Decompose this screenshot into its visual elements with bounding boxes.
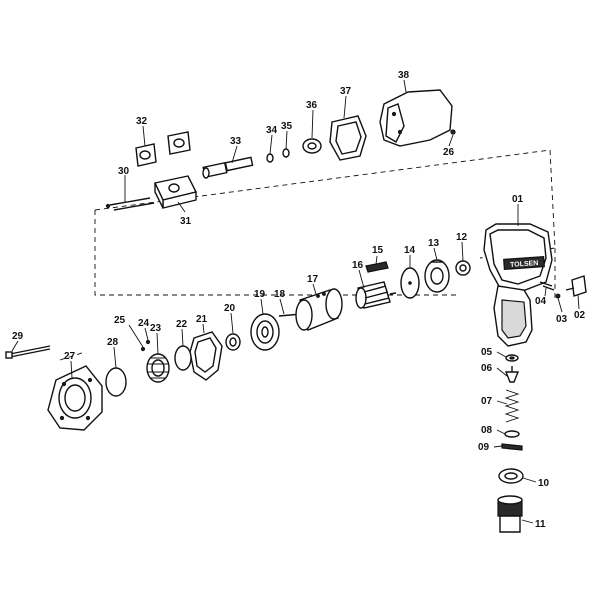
label-04: 04 [535,296,547,307]
part-31-hammer-cage [153,175,198,209]
label-06: 06 [481,363,493,374]
label-05: 05 [481,347,493,358]
part-labels: 01 02 03 04 05 06 07 08 09 10 11 12 13 1… [12,70,586,530]
label-16: 16 [352,260,364,271]
part-26-screw [450,129,456,135]
part-19-rear-plate [250,313,280,351]
label-33: 33 [230,136,242,147]
label-27: 27 [64,351,76,362]
label-28: 28 [107,337,119,348]
part-10-washer [498,468,524,484]
label-21: 21 [196,314,208,325]
part-08-o-ring [504,430,520,438]
part-25-spring [140,346,146,352]
part-16-rotor [355,281,397,309]
part-12-bearing [455,260,471,276]
part-04-spring [539,281,555,291]
label-18: 18 [274,289,286,300]
part-35-o-ring [282,148,290,158]
part-22-o-ring [174,345,192,371]
part-27-rear-cover [47,365,103,431]
label-08: 08 [481,425,493,436]
part-30-pins [105,197,155,211]
part-24-ball [145,339,151,345]
part-29-bolt [5,345,51,359]
part-09-gasket [501,443,523,451]
part-21-gasket [189,331,223,381]
label-32: 32 [136,116,148,127]
brand-logo: TOLSEN [510,260,539,269]
part-20-bearing [225,333,241,351]
assembly-boundary-left [59,351,86,361]
part-14-front-plate [400,267,420,299]
part-06-valve [504,366,520,383]
part-38-hammer-case [379,89,453,147]
label-12: 12 [456,232,468,243]
part-15-blade [365,261,389,273]
label-25: 25 [114,315,126,326]
part-13-rear-end-plate [424,259,450,293]
part-07-spring [504,389,520,423]
label-07: 07 [481,396,493,407]
label-29: 29 [12,331,24,342]
label-01: 01 [512,194,524,205]
label-35: 35 [281,121,293,132]
label-22: 22 [176,319,188,330]
label-38: 38 [398,70,410,81]
part-28-o-ring [105,367,127,397]
label-11: 11 [535,519,546,530]
label-37: 37 [340,86,352,97]
label-34: 34 [266,125,278,136]
label-20: 20 [224,303,236,314]
label-03: 03 [556,314,568,325]
label-10: 10 [538,478,550,489]
label-02: 02 [574,310,586,321]
part-05-washer [505,354,519,362]
label-31: 31 [180,216,192,227]
part-37-gasket [329,115,367,161]
part-17-cylinder [295,288,343,331]
label-26: 26 [443,147,455,158]
part-34-ring [266,153,274,163]
part-32-hammers [135,131,191,167]
part-36-bushing [302,138,322,154]
label-14: 14 [404,245,416,256]
label-15: 15 [372,245,384,256]
part-02-trigger [565,275,587,297]
label-19: 19 [254,289,266,300]
part-33-anvil [202,156,254,179]
part-23-reverse-valve [146,353,170,383]
label-24: 24 [138,318,150,329]
label-13: 13 [428,238,440,249]
label-23: 23 [150,323,162,334]
label-09: 09 [478,442,490,453]
part-11-air-inlet [497,495,523,533]
label-36: 36 [306,100,318,111]
label-17: 17 [307,274,319,285]
part-01-housing: TOLSEN [483,223,553,347]
label-30: 30 [118,166,130,177]
part-03-pin [555,293,561,299]
